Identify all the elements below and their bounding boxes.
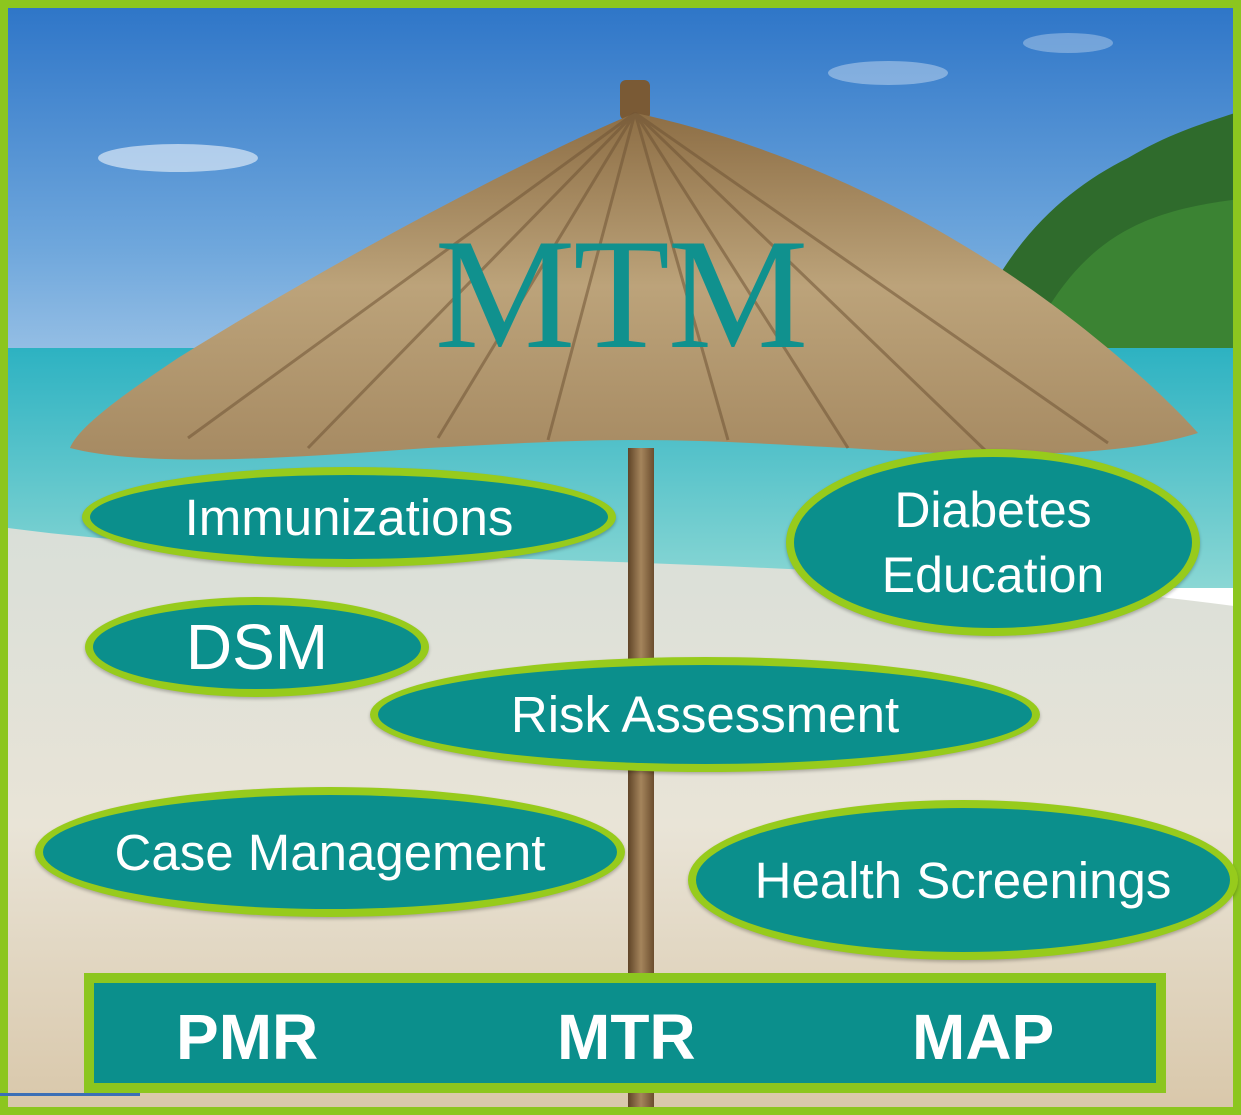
foundation-item-mtr: MTR — [557, 1001, 696, 1073]
service-label: Immunizations — [184, 488, 514, 546]
foundation-item-map: MAP — [912, 1001, 1055, 1073]
service-oval-health-screenings: Health Screenings — [688, 800, 1238, 960]
service-label: Case Management — [114, 823, 546, 881]
diagram-title: MTM — [434, 207, 809, 382]
service-label: Risk Assessment — [510, 686, 900, 743]
service-label: Health Screenings — [754, 851, 1172, 909]
service-oval-immunizations: Immunizations — [82, 467, 616, 567]
service-oval-dsm: DSM — [85, 597, 429, 697]
foundation-bar: PMR MTR MAP — [84, 973, 1166, 1093]
service-oval-diabetes-education: Diabetes Education — [786, 449, 1200, 636]
service-oval-case-management: Case Management — [35, 787, 625, 917]
slide-accent-line — [0, 1093, 140, 1096]
foundation-item-pmr: PMR — [176, 1001, 319, 1073]
service-label: DSM — [185, 611, 329, 683]
service-label: Diabetes Education — [881, 481, 1105, 603]
service-oval-risk-assessment: Risk Assessment — [370, 657, 1040, 772]
